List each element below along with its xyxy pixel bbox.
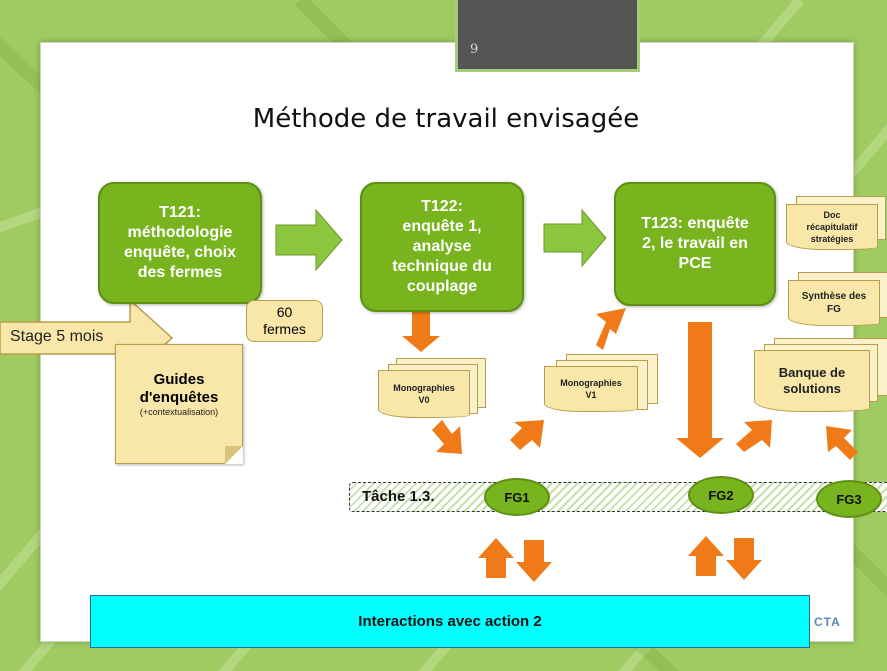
- orange-arrow-fg3-banque: [826, 426, 858, 460]
- fermes-note: 60 fermes: [246, 300, 323, 342]
- focus-group-fg2: FG2: [688, 476, 754, 514]
- orange-arrow-fg1-mono-v1: [510, 420, 544, 450]
- orange-arrow-t123-fg2: [676, 322, 724, 458]
- task-t122: T122: enquête 1, analyse technique du co…: [360, 182, 524, 312]
- slide-title: Méthode de travail envisagée: [252, 104, 640, 134]
- orange-arrow-up-fg2-a: [688, 536, 724, 576]
- interactions-box: Interactions avec action 2: [90, 595, 810, 648]
- orange-arrow-fg2-banque: [736, 420, 772, 452]
- orange-arrow-up-t123: [596, 308, 626, 350]
- page-number: 9: [470, 42, 479, 57]
- slide-header-tab: [455, 0, 640, 72]
- orange-arrow-down-fg2-b: [726, 538, 762, 580]
- focus-group-fg1: FG1: [484, 478, 550, 516]
- task-t121: T121: méthodologie enquête, choix des fe…: [98, 182, 262, 304]
- task-t123: T123: enquête 2, le travail en PCE: [614, 182, 776, 306]
- focus-group-fg3: FG3: [816, 480, 882, 518]
- task-13-label: Tâche 1.3.: [362, 488, 435, 505]
- folded-corner-icon: [225, 446, 243, 464]
- green-arrow-2: [543, 208, 607, 268]
- stage-label: Stage 5 mois: [10, 328, 104, 345]
- cta-logo: CTA: [814, 615, 841, 629]
- orange-arrow-down-t122: [402, 312, 440, 352]
- guides-note: Guides d'enquêtes (+contextualisation): [115, 344, 243, 464]
- orange-arrow-up-fg1-a: [478, 538, 514, 578]
- orange-arrow-mono-v0-fg1: [432, 420, 462, 454]
- green-arrow-1: [275, 208, 343, 272]
- task-13-band: [349, 482, 887, 512]
- orange-arrow-down-fg1-b: [516, 540, 552, 582]
